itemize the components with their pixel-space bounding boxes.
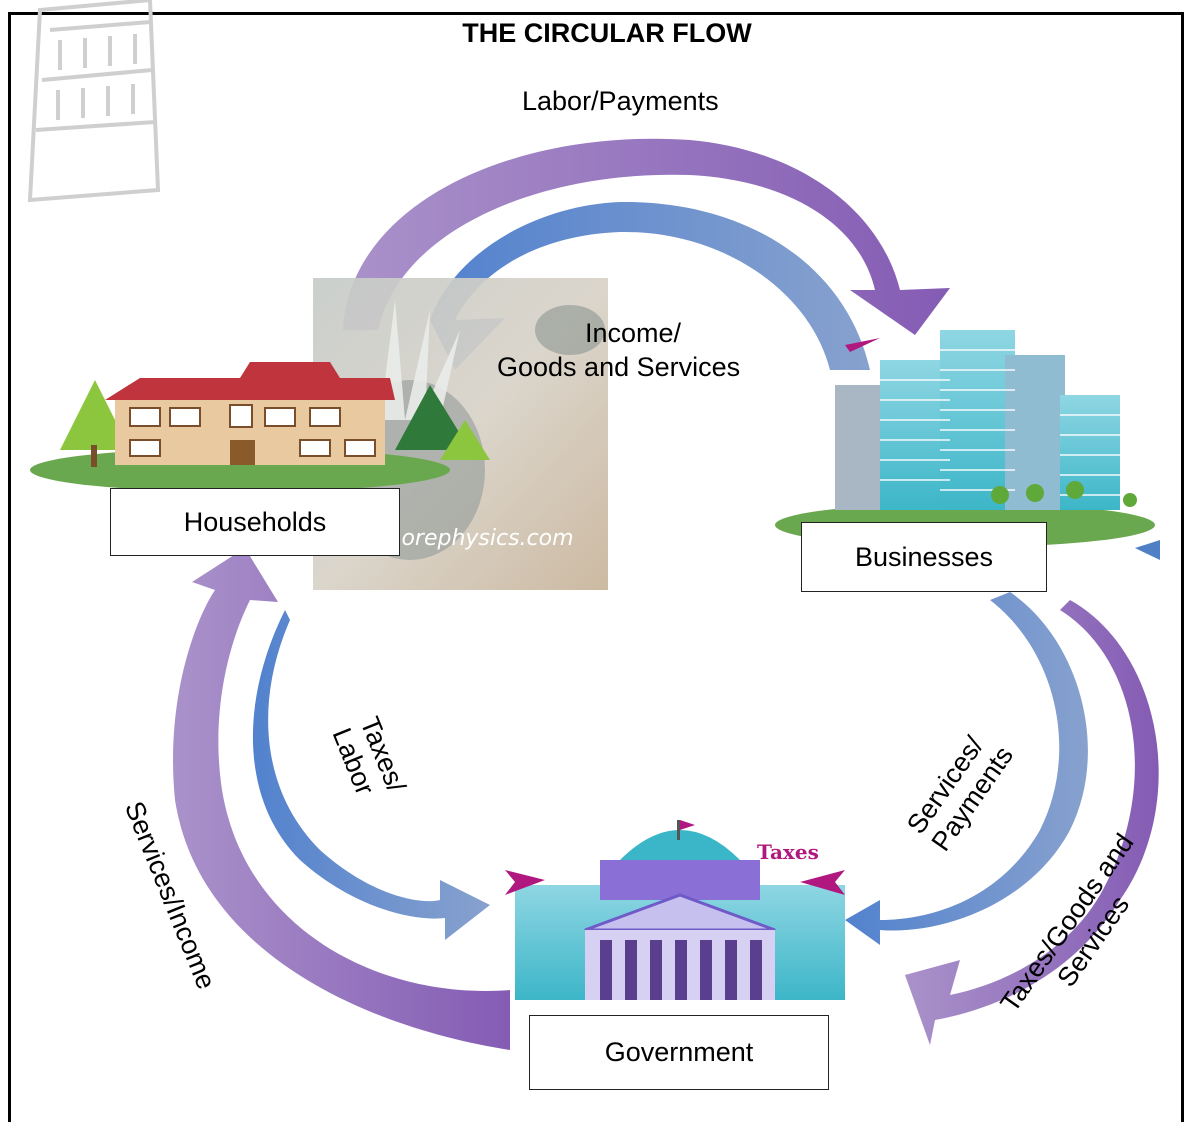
taxes-goods-services-arrow [905,600,1159,1045]
services-income-arrow [173,548,510,1050]
income-goods-arrow [430,201,870,370]
government-label: Government [604,1037,754,1067]
label-income-line2: Goods and Services [497,352,741,382]
government-illustration [505,820,845,1000]
taxes-labor-arrow [252,610,490,940]
label-labor-payments: Labor/Payments [522,86,719,116]
tower-logo [27,0,161,203]
services-payments-arrow [845,592,1088,945]
government-box: Government [529,1015,829,1090]
businesses-box: Businesses [801,522,1047,592]
households-box: Households [110,488,400,556]
government-taxes-sign: Taxes [757,840,819,864]
magenta-pointer-top [845,338,880,352]
households-illustration [30,362,490,492]
households-label: Households [183,506,327,537]
businesses-label: Businesses [854,541,994,572]
diagram-title: THE CIRCULAR FLOW [462,18,752,48]
blue-arrow-tip-right [1135,540,1160,560]
diagram-border [8,12,1184,1122]
labor-payments-arrow [343,138,950,335]
label-income-line1: Income/ [585,318,682,348]
